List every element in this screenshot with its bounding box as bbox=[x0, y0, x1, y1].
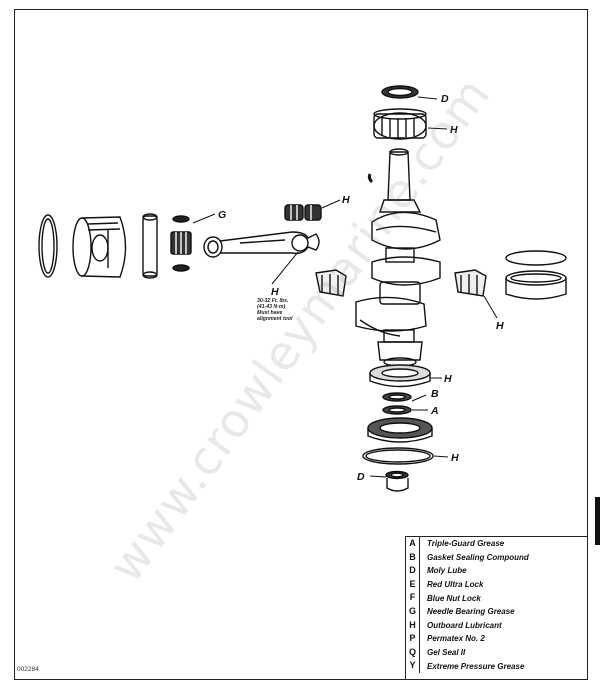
legend-text: Gel Seal II bbox=[427, 648, 466, 658]
legend-text: Extreme Pressure Grease bbox=[427, 661, 525, 671]
torque-note-line-1: 30-32 Ft. lbs. bbox=[257, 298, 288, 304]
torque-note-line-3: Must have bbox=[257, 310, 282, 316]
end-cap-oring bbox=[362, 447, 434, 465]
callout-h-oring: H bbox=[451, 452, 459, 464]
legend-text: Moly Lube bbox=[427, 566, 467, 576]
legend-code: A bbox=[406, 537, 420, 551]
legend-code: H bbox=[406, 618, 420, 633]
callout-d-top: D bbox=[441, 93, 449, 105]
legend-row: P Permatex No. 2 bbox=[406, 632, 588, 646]
callout-d-bottom: D bbox=[357, 471, 365, 483]
connecting-rod bbox=[203, 231, 320, 258]
needle-bearing-set bbox=[170, 215, 192, 272]
center-bearing-right bbox=[454, 269, 487, 297]
legend-row: H Outboard Lubricant bbox=[406, 618, 588, 633]
legend-code: F bbox=[406, 591, 420, 605]
legend-code: Y bbox=[406, 659, 420, 673]
legend-code: E bbox=[406, 577, 420, 592]
legend-row: Q Gel Seal II bbox=[406, 645, 588, 660]
legend-text: Outboard Lubricant bbox=[427, 620, 502, 630]
callout-h-lower-bearing: H bbox=[444, 373, 452, 385]
legend-code: G bbox=[406, 604, 420, 619]
lubricant-legend: A Triple-Guard Grease B Gasket Sealing Com… bbox=[405, 536, 588, 680]
center-main-bearing-race bbox=[505, 250, 567, 300]
center-bearing-left bbox=[315, 269, 347, 297]
lower-ball-bearing bbox=[369, 364, 431, 388]
legend-text: Red Ultra Lock bbox=[427, 580, 484, 590]
legend-code: Q bbox=[406, 645, 420, 660]
legend-text: Triple-Guard Grease bbox=[427, 539, 505, 549]
legend-text: Permatex No. 2 bbox=[427, 634, 485, 644]
legend-row: F Blue Nut Lock bbox=[406, 591, 588, 605]
callout-h-top-bearing: H bbox=[450, 124, 458, 136]
torque-note-line-4: alignment tool bbox=[257, 316, 293, 322]
leader-lines bbox=[192, 96, 498, 478]
legend-row: E Red Ultra Lock bbox=[406, 577, 588, 592]
legend-text: Blue Nut Lock bbox=[427, 593, 481, 603]
callout-h-right-bearing: H bbox=[496, 320, 504, 332]
legend-text: Gasket Sealing Compound bbox=[427, 552, 529, 562]
lower-end-cap bbox=[367, 417, 433, 443]
callout-h-rod: H bbox=[271, 286, 279, 298]
top-ball-bearing bbox=[373, 112, 427, 140]
legend-row: G Needle Bearing Grease bbox=[406, 604, 588, 619]
legend-code: B bbox=[406, 550, 420, 565]
legend-row: B Gasket Sealing Compound bbox=[406, 550, 588, 565]
legend-row: A Triple-Guard Grease bbox=[406, 537, 588, 551]
torque-note-line-2: (41-43 N·m) bbox=[257, 304, 286, 310]
figure-code: 002284 bbox=[17, 666, 39, 673]
lower-seals bbox=[382, 392, 412, 415]
diagram-frame bbox=[14, 9, 588, 680]
legend-code: P bbox=[406, 632, 420, 646]
page-edge-tab bbox=[595, 497, 600, 545]
legend-row: Y Extreme Pressure Grease bbox=[406, 659, 588, 673]
rod-bearing-cage bbox=[284, 204, 322, 221]
legend-row: D Moly Lube bbox=[406, 564, 588, 578]
legend-code: D bbox=[406, 564, 420, 578]
piston-rings bbox=[38, 214, 58, 278]
legend-text: Needle Bearing Grease bbox=[427, 607, 515, 617]
bottom-bushing bbox=[385, 470, 409, 492]
callout-b: B bbox=[431, 388, 439, 400]
callout-h-rod-bearing: H bbox=[342, 194, 350, 206]
wrist-pin bbox=[142, 213, 158, 279]
piston bbox=[72, 216, 127, 278]
callout-g-needle-bearing: G bbox=[218, 209, 226, 221]
callout-a: A bbox=[430, 405, 439, 417]
